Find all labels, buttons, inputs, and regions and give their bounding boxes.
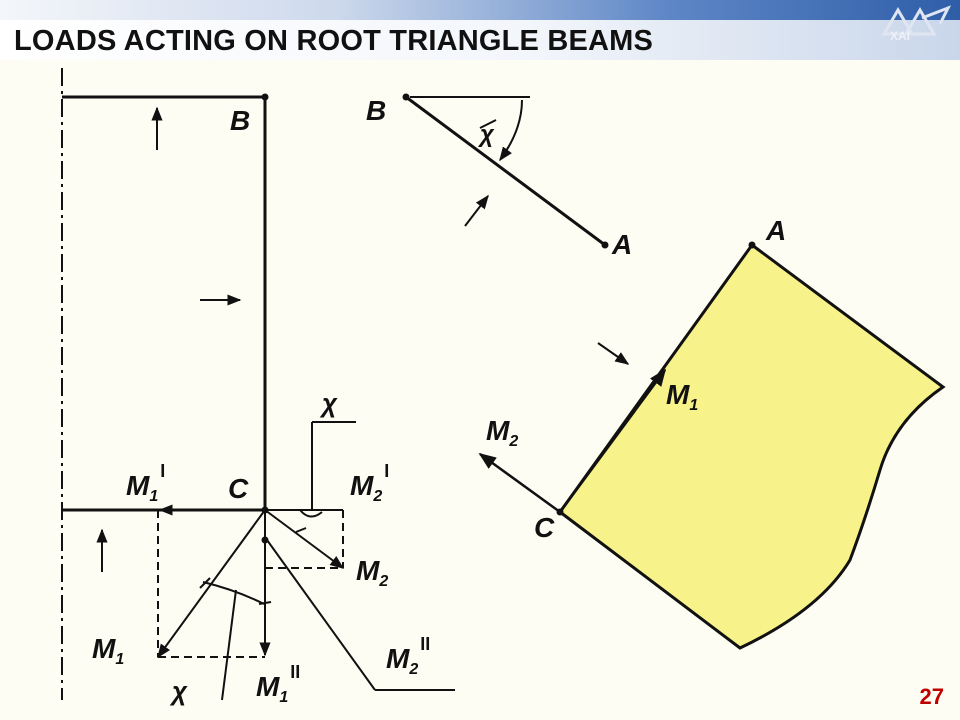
beam-ba-normal-arrow xyxy=(464,194,489,227)
root-panel-view xyxy=(478,241,946,650)
label-point-a-right: A xyxy=(765,215,786,246)
chi-tick-1 xyxy=(295,527,307,533)
label-panel-m1: M1 xyxy=(666,379,698,414)
label-panel-m2: M2 xyxy=(486,415,518,450)
panel-point-a-dot xyxy=(748,241,756,249)
label-point-b-top: B xyxy=(366,95,386,126)
panel-m2-vector xyxy=(478,452,561,514)
label-m1: M1 xyxy=(92,633,124,668)
m2-vector xyxy=(264,509,345,569)
label-m2-prime: M2I xyxy=(350,461,389,505)
label-chi-bottom: χ xyxy=(169,676,188,706)
label-m1-double-prime: M1II xyxy=(256,662,300,706)
chi-leader-bottom xyxy=(221,589,237,701)
panel-diagonal-arrow xyxy=(597,342,630,365)
label-chi-top: χ xyxy=(319,388,338,418)
label-point-a-top: A xyxy=(611,229,632,260)
slide-title: LOADS ACTING ON ROOT TRIANGLE BEAMS xyxy=(14,25,654,57)
logo-text: ХАІ xyxy=(890,29,910,43)
chi-angle-arc-bottom xyxy=(202,581,265,605)
label-m1-prime: M1I xyxy=(126,461,165,505)
beam-ba-angle-arc xyxy=(499,99,523,162)
page-number: 27 xyxy=(919,684,944,709)
panel-m1-vector xyxy=(558,368,667,513)
beam-ba-angle-tick xyxy=(479,119,497,129)
beam-ba-view xyxy=(402,93,609,249)
beam-ba-point-b xyxy=(402,93,410,101)
panel-point-c-dot xyxy=(556,508,564,516)
beam-ba-point-a xyxy=(601,241,609,249)
label-point-b-left: B xyxy=(230,105,250,136)
left-plan-view xyxy=(61,68,455,701)
title-band xyxy=(0,20,960,60)
label-m2-double-prime: M2II xyxy=(386,634,430,678)
diagram-labels: B C B A A C M1I M2I M2 M1 M1II xyxy=(92,95,786,706)
root-panel-shape xyxy=(557,242,946,650)
chi-tick-bottom-1 xyxy=(199,577,211,589)
label-chi-mid: χ xyxy=(477,121,495,148)
point-b-dot xyxy=(261,93,269,101)
chi-tick-bottom-2 xyxy=(258,601,272,605)
label-point-c-left: C xyxy=(228,473,249,504)
chi-angle-arc-top xyxy=(299,509,323,518)
beam-ba-line xyxy=(405,95,606,247)
m2-double-prime-vector xyxy=(266,539,376,691)
label-m2: M2 xyxy=(356,555,388,590)
label-point-c-right: C xyxy=(534,512,555,543)
header-gradient-band xyxy=(0,0,960,20)
university-logo: ХАІ xyxy=(882,5,952,43)
